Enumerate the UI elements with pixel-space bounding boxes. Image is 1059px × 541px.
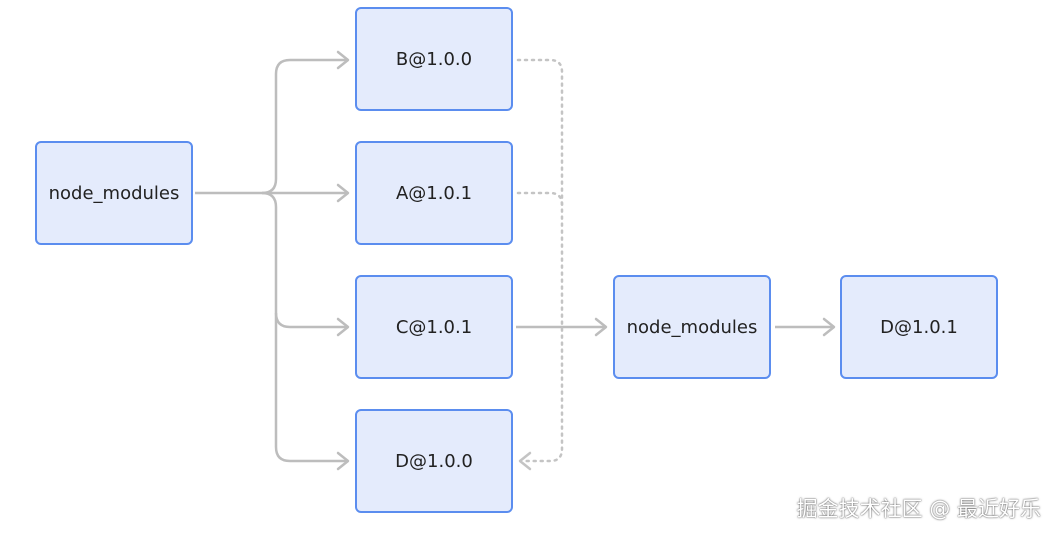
arrowhead-dotted — [518, 451, 532, 471]
arrowhead-nested — [594, 317, 608, 337]
node-root-node-modules: node_modules — [35, 141, 193, 245]
node-d-1-0-0: D@1.0.0 — [355, 409, 513, 513]
node-label: node_modules — [626, 316, 758, 338]
edge-root-to-c — [261, 191, 346, 329]
node-label: B@1.0.0 — [395, 48, 473, 70]
node-b-1-0-0: B@1.0.0 — [355, 7, 513, 111]
node-label: D@1.0.1 — [880, 316, 958, 338]
node-label: node_modules — [48, 182, 180, 204]
node-label: D@1.0.0 — [395, 450, 473, 472]
arrowhead-a — [336, 183, 350, 203]
node-a-1-0-1: A@1.0.1 — [355, 141, 513, 245]
edge-root-to-d0 — [274, 313, 346, 463]
node-c-1-0-1: C@1.0.1 — [355, 275, 513, 379]
edge-b-to-d0-dotted — [516, 58, 564, 463]
node-d-1-0-1: D@1.0.1 — [840, 275, 998, 379]
edge-root-to-b — [261, 58, 346, 195]
arrowhead-d0 — [336, 451, 350, 471]
edge-a-to-d0-dotted — [516, 191, 564, 207]
node-nested-node-modules: node_modules — [613, 275, 771, 379]
node-label: C@1.0.1 — [395, 316, 473, 338]
watermark: 掘金技术社区 @ 最近好乐 — [796, 497, 1041, 521]
arrowhead-b — [336, 50, 350, 70]
arrowhead-c — [336, 317, 350, 337]
node-label: A@1.0.1 — [395, 182, 473, 204]
arrowhead-d1 — [822, 317, 836, 337]
